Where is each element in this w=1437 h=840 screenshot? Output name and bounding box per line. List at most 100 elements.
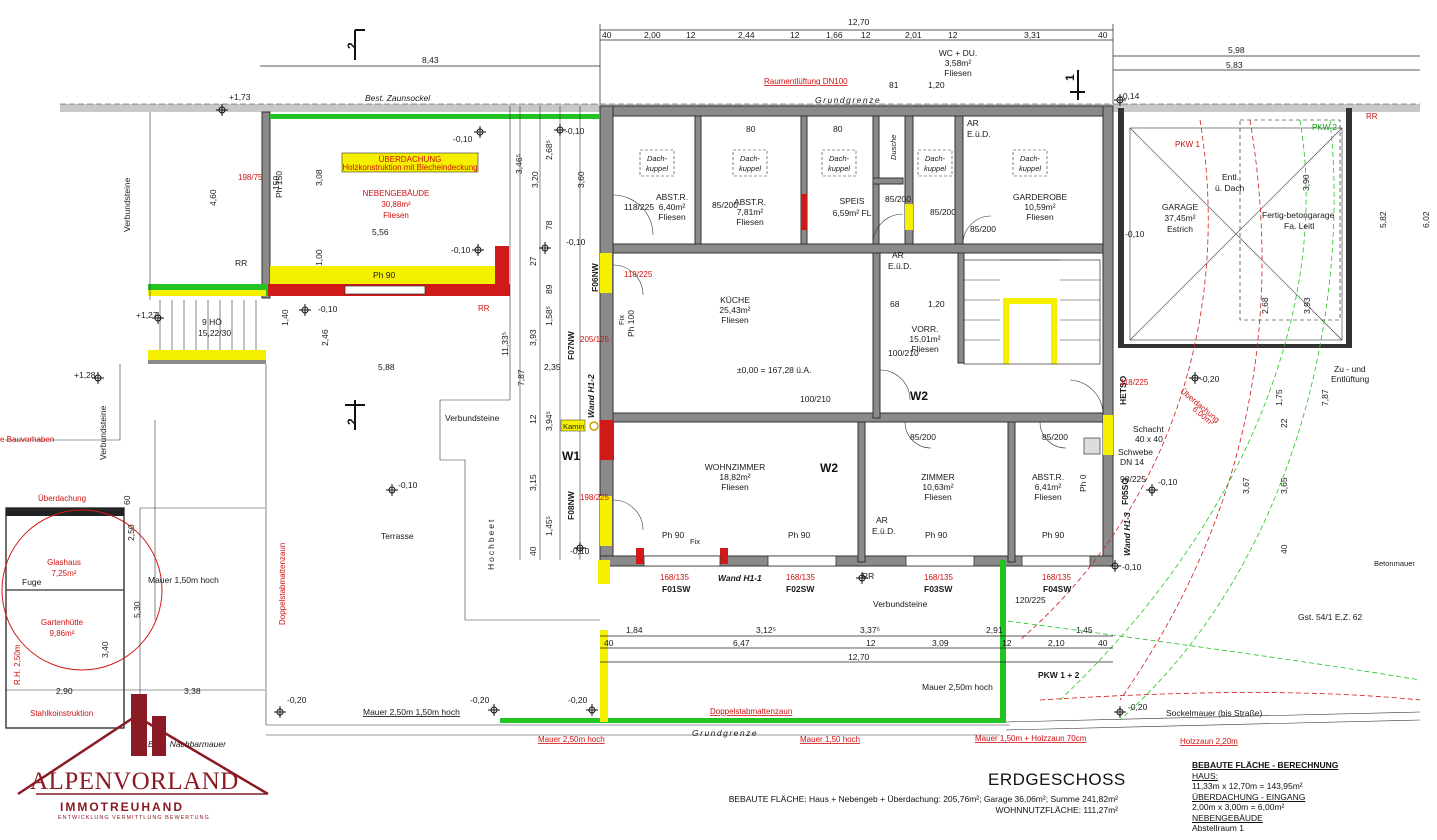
svg-text:VORR.: VORR.	[912, 324, 939, 334]
dim-top-7: 2,01	[905, 30, 922, 40]
svg-text:-0,10: -0,10	[566, 237, 586, 247]
svg-text:Glashaus: Glashaus	[47, 558, 81, 567]
dim-bottom-b-5: 2,10	[1048, 638, 1065, 648]
svg-text:118/225: 118/225	[624, 270, 653, 279]
fuge-label: Fuge	[22, 577, 42, 587]
house-highlights	[598, 194, 1113, 584]
svg-text:3,90: 3,90	[1301, 174, 1311, 191]
dim-top-10: 40	[1098, 30, 1108, 40]
svg-text:WC + DU.: WC + DU.	[939, 48, 978, 58]
room-wc: WC + DU. 3,58m² Fliesen	[939, 48, 978, 78]
calc-haus-label: HAUS:	[1192, 770, 1218, 781]
room-abst2: ABST.R. 7,81m² Fliesen	[734, 197, 766, 227]
svg-text:Dach-: Dach-	[740, 154, 761, 163]
room-vorr: VORR. 15,01m² Fliesen	[909, 324, 940, 354]
svg-text:+1,28: +1,28	[74, 370, 96, 380]
dim-bottom-b-4: 12	[1002, 638, 1012, 648]
window-heights: 168/135 168/135 168/135 168/135	[660, 573, 1071, 582]
stairs-label: 9 HÖ	[202, 317, 222, 327]
ueberdachung-box-labels: ÜBERDACHUNG Holzkonstruktion mit Blechei…	[342, 155, 477, 172]
room-zimmer: ZIMMER 10,63m² Fliesen	[921, 472, 955, 502]
fertig-label2: Fa. Leitl	[1284, 221, 1314, 231]
svg-text:-0,10: -0,10	[1125, 229, 1145, 239]
window-openings	[643, 555, 1091, 567]
section-marker-2-top: 2	[345, 29, 365, 60]
svg-text:Dach-: Dach-	[925, 154, 946, 163]
svg-text:GARAGE: GARAGE	[1162, 202, 1199, 212]
schacht-box	[1083, 437, 1101, 455]
svg-text:Fliesen: Fliesen	[1034, 492, 1062, 502]
svg-text:5,30: 5,30	[132, 601, 142, 618]
calc-abstellraum-label: Abstellraum 1	[1192, 823, 1244, 833]
svg-text:Ph 0: Ph 0	[1078, 474, 1088, 492]
best-zaunsockel-label: Best. Zaunsockel	[365, 93, 431, 103]
dim-bottom-b-0: 40	[604, 638, 614, 648]
calc-heading: BEBAUTE FLÄCHE - BERECHNUNG	[1192, 760, 1339, 770]
svg-text:2: 2	[345, 418, 359, 425]
svg-text:Fliesen: Fliesen	[721, 482, 749, 492]
svg-text:6,59m² FL: 6,59m² FL	[833, 208, 872, 218]
svg-text:6,02: 6,02	[1421, 211, 1431, 228]
svg-text:Fliesen: Fliesen	[1026, 212, 1054, 222]
dusche-label: Dusche	[889, 135, 898, 160]
svg-text:1,75: 1,75	[1274, 389, 1284, 406]
alpenvorland-logo-icon	[17, 694, 269, 796]
svg-text:168/135: 168/135	[1042, 573, 1071, 582]
svg-text:1,40: 1,40	[280, 309, 290, 326]
doppelstab-label: Doppelstabmattenzaun	[710, 707, 792, 716]
dachkuppel-labels: Dach- kuppel Dach- kuppel Dach- kuppel D…	[639, 149, 1048, 177]
calc-nebengebaeude-label: NEBENGEBÄUDE	[1192, 812, 1263, 823]
ueberdachung-glas-label: Überdachung	[38, 494, 86, 503]
section-marker-2-bottom: 2	[345, 400, 365, 430]
rh-label: R.H. 2,50m	[13, 644, 22, 685]
svg-text:Ph 90: Ph 90	[1042, 530, 1064, 540]
ph-labels: Ph 90 Ph 90 Ph 90 Ph 90 Ph 90 Ph 100 Ph …	[274, 171, 1088, 540]
svg-text:68: 68	[890, 299, 900, 309]
bebaute-flaeche-text: BEBAUTE FLÄCHE: Haus + Nebengeb + Überda…	[728, 794, 1118, 804]
svg-text:Gartenhütte: Gartenhütte	[41, 618, 84, 627]
svg-text:WOHNZIMMER: WOHNZIMMER	[705, 462, 765, 472]
svg-text:F06NW: F06NW	[590, 262, 600, 292]
svg-text:F05SO: F05SO	[1120, 478, 1130, 505]
grundgrenze-top: Grundgrenze	[815, 95, 881, 105]
dim-bottom-a: 1,84 3,12⁵ 3,37⁵ 2,91 1,45	[626, 625, 1093, 635]
fertig-label: Fertig-betongarage	[1262, 210, 1335, 220]
svg-text:9,86m²: 9,86m²	[50, 629, 75, 638]
wall-w1-label: W1	[562, 449, 580, 463]
svg-text:ABST.R.: ABST.R.	[656, 192, 688, 202]
svg-text:7,25m²: 7,25m²	[52, 569, 77, 578]
hetso-label: HETSO	[1118, 375, 1128, 405]
svg-text:-0,10: -0,10	[1122, 562, 1142, 572]
svg-text:100/210: 100/210	[800, 394, 831, 404]
svg-text:120/225: 120/225	[1015, 595, 1046, 605]
svg-text:3,94⁵: 3,94⁵	[544, 411, 554, 431]
svg-text:-0,14: -0,14	[1120, 91, 1140, 101]
svg-text:3,65: 3,65	[1279, 477, 1289, 494]
dim-bottom-b-3: 3,09	[932, 638, 949, 648]
svg-text:1,20: 1,20	[928, 80, 945, 90]
dim-top-9: 3,31	[1024, 30, 1041, 40]
svg-text:kuppel: kuppel	[828, 164, 850, 173]
svg-text:F02SW: F02SW	[786, 584, 815, 594]
dim-top-8: 12	[948, 30, 958, 40]
svg-text:SPEIS: SPEIS	[839, 196, 864, 206]
schwebe-label2: DN 14	[1120, 457, 1144, 467]
grundgrenze-bottom: Grundgrenze	[692, 728, 758, 738]
calc-haus-value: 11,33m x 12,70m = 143,95m²	[1192, 781, 1303, 791]
svg-text:-0,20: -0,20	[568, 695, 588, 705]
wand-h1-3-label: Wand H1-3	[1122, 512, 1132, 556]
dim-bottom-b: 40 6,47 12 3,09 12 2,10 40	[604, 638, 1108, 648]
svg-text:F04SW: F04SW	[1043, 584, 1072, 594]
svg-text:3,38: 3,38	[184, 686, 201, 696]
svg-text:168/135: 168/135	[786, 573, 815, 582]
mauer-150-holz-label: Mauer 1,50m + Holzzaun 70cm	[975, 734, 1087, 743]
svg-text:RR: RR	[478, 304, 490, 313]
dim-top-2: 12	[686, 30, 696, 40]
svg-text:30,88m²: 30,88m²	[381, 200, 411, 209]
bottom-boundary	[266, 560, 1421, 736]
kamin-label: Kamin	[563, 422, 584, 431]
svg-text:118/225: 118/225	[1120, 378, 1149, 387]
svg-text:2,46: 2,46	[320, 329, 330, 346]
svg-text:-0,10: -0,10	[318, 304, 338, 314]
